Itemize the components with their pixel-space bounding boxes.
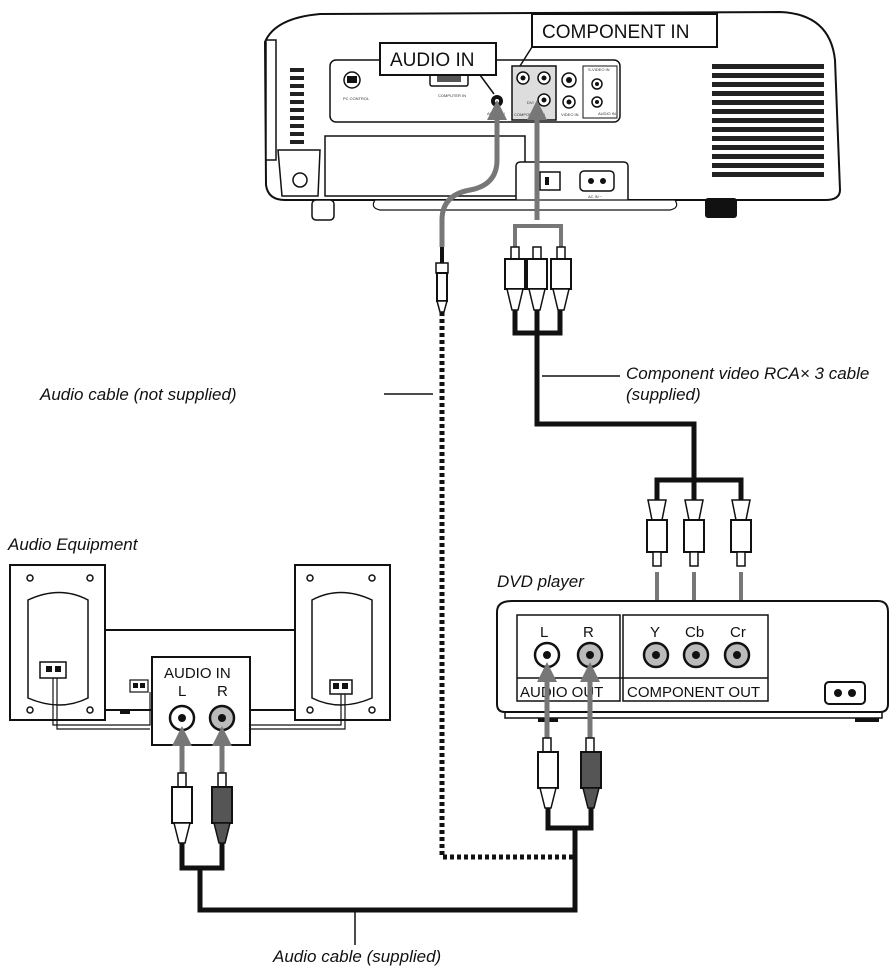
audio-in-callout-label: AUDIO IN — [390, 50, 474, 71]
audio-in-callout: AUDIO IN — [379, 42, 497, 95]
dvd-component-out-label: COMPONENT OUT — [627, 684, 760, 701]
audio-equipment-r-jack — [208, 704, 236, 732]
dvd-l-label: L — [540, 624, 548, 641]
dvd-cb-label: Cb — [685, 624, 704, 641]
projector-foot-right — [705, 198, 737, 218]
audio-equipment-audio-in-label: AUDIO IN — [164, 665, 231, 682]
component-cable-label-line1: Component video RCA× 3 cable — [626, 364, 869, 383]
dvd-ac-port — [824, 681, 866, 705]
dvd-r-label: R — [583, 624, 594, 641]
dvd-y-label: Y — [650, 624, 660, 641]
dvd-player: DVD player L R Y Cb Cr AUDIO OUT COMPONE… — [496, 572, 889, 722]
component-in-callout: COMPONENT IN — [519, 13, 718, 67]
component-cable-bottom-plugs — [646, 499, 752, 567]
component-cable-top-plugs — [504, 246, 572, 311]
audio-equipment-input-panel — [151, 656, 251, 746]
projector-left-vent — [290, 68, 304, 144]
audio-equipment-cable — [171, 726, 233, 871]
projector-right-vent — [712, 64, 824, 177]
component-in-callout-label: COMPONENT IN — [542, 22, 689, 43]
right-speaker — [294, 564, 391, 721]
power-switch — [539, 171, 561, 191]
audio-cable-not-supplied — [435, 100, 578, 860]
audio-equipment-title: Audio Equipment — [7, 535, 139, 554]
dvi-label: DVI — [527, 100, 534, 105]
computer-in-label: COMPUTER IN — [438, 93, 466, 98]
dvd-cb-jack — [682, 641, 710, 669]
projector-audio-in-lr-label: AUDIO IN — [598, 111, 616, 116]
component-cable-label-line2: (supplied) — [626, 385, 701, 404]
dvd-cr-label: Cr — [730, 624, 746, 641]
ac-in-label: AC IN ~ — [588, 194, 603, 199]
audio-equipment-r-label: R — [217, 683, 228, 700]
dvd-r-jack — [576, 641, 604, 669]
projector-foot-left — [311, 199, 335, 221]
component-in-small-label: COMPONENT IN — [514, 112, 545, 117]
pc-control-label: PC CONTROL — [343, 96, 370, 101]
audio-cable-not-supplied-label: Audio cable (not supplied) — [39, 385, 237, 404]
audio-equipment-l-label: L — [178, 683, 186, 700]
video-in-label: VIDEO IN — [561, 112, 579, 117]
s-video-in-label: S-VIDEO IN — [588, 67, 610, 72]
dvd-cr-jack — [723, 641, 751, 669]
audio-equipment-l-jack — [168, 704, 196, 732]
ac-in-port — [579, 170, 615, 192]
dvd-player-title: DVD player — [497, 572, 585, 591]
left-speaker — [9, 564, 106, 721]
dvd-audio-out-label: AUDIO OUT — [520, 684, 603, 701]
component-cable — [504, 100, 752, 622]
audio-cable-supplied-label: Audio cable (supplied) — [272, 947, 441, 966]
dvd-l-jack — [533, 641, 561, 669]
audio-equipment: Audio Equipment AUDIO IN L R — [7, 535, 391, 746]
dvd-audio-cable — [197, 662, 602, 913]
dvd-y-jack — [642, 641, 670, 669]
